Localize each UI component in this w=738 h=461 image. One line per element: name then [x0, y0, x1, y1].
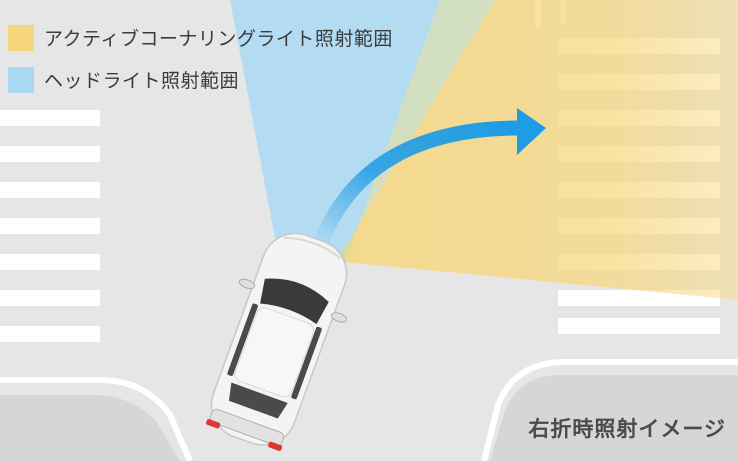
sidewalk-bottom-left: [0, 395, 180, 461]
legend-item-cornering-light: アクティブコーナリングライト照射範囲: [8, 24, 393, 51]
curb-bottom-left: [0, 377, 193, 461]
sidewalk-bottom-right: [490, 375, 738, 461]
curb-bottom-right: [481, 359, 738, 461]
legend-swatch-blue: [8, 66, 34, 93]
arrow-head: [517, 108, 546, 155]
legend-swatch-yellow: [8, 24, 34, 51]
legend-item-headlight: ヘッドライト照射範囲: [8, 66, 239, 93]
car-top-view-icon: [206, 232, 348, 451]
right-turn-arrow-icon: [312, 120, 521, 248]
legend-label-headlight: ヘッドライト照射範囲: [44, 70, 240, 92]
legend-label-cornering-light: アクティブコーナリングライト照射範囲: [44, 28, 393, 50]
headlight-beam: [230, 0, 440, 262]
image-caption: 右折時照射イメージ: [528, 417, 726, 441]
crosswalk-left: [0, 110, 100, 342]
cornering-light-beam: [340, 0, 738, 300]
